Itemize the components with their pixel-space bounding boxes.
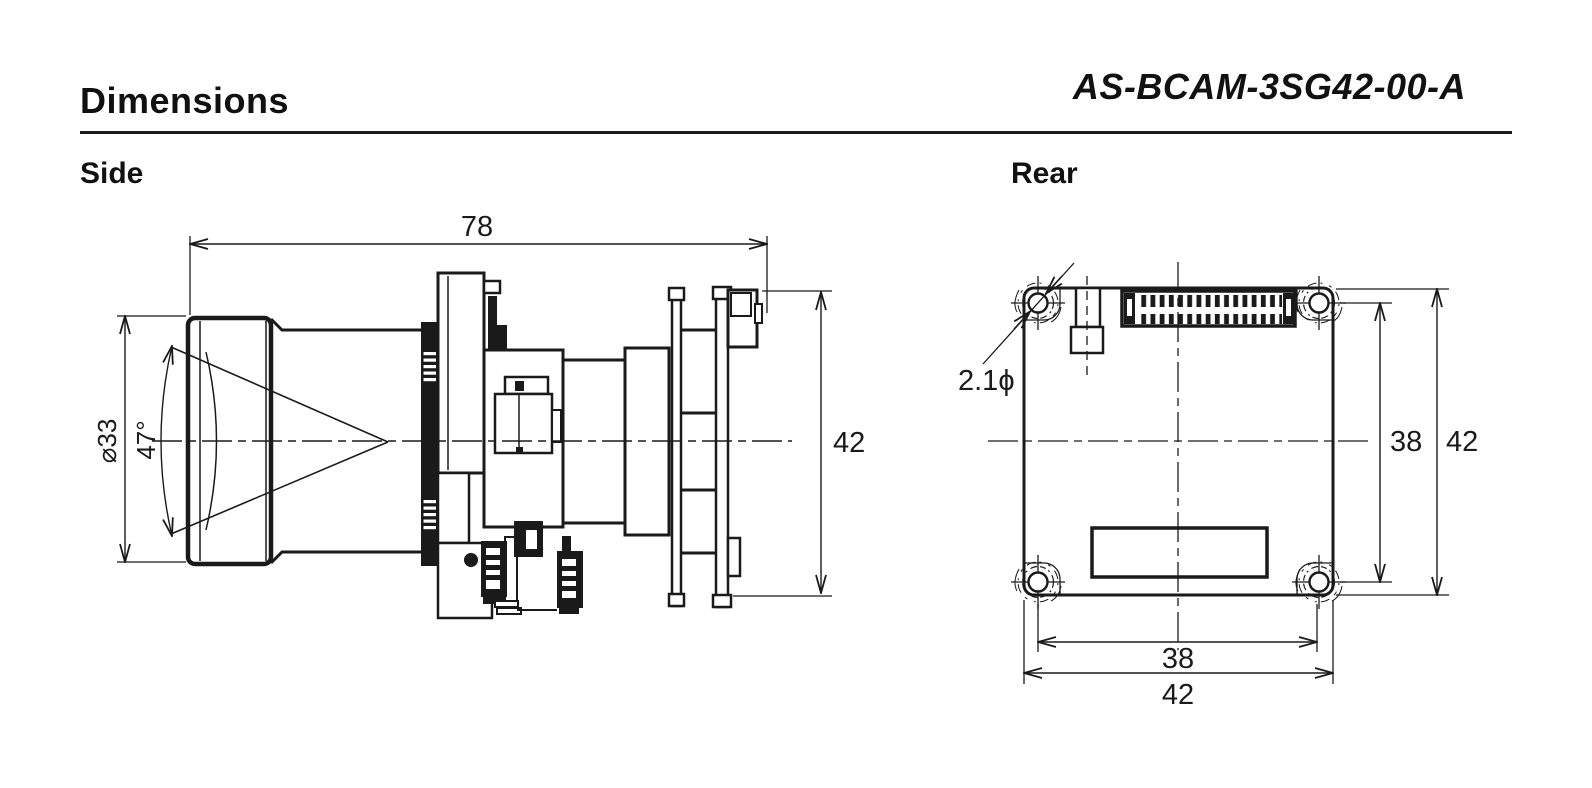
header-divider [80, 131, 1512, 134]
dim-label-lens-diameter: ⌀33 [92, 419, 122, 464]
pcb-board-1 [670, 288, 683, 608]
page-title: Dimensions [80, 80, 290, 121]
bottom-connector-a [481, 541, 507, 604]
pcb-board-2 [714, 287, 730, 609]
sensor-block [493, 392, 554, 455]
small-component [1069, 276, 1105, 377]
rear-view-drawing: 2.1ϕ 38 42 38 42 [958, 262, 1478, 711]
fov-cone-upper [170, 346, 389, 443]
model-number: AS-BCAM-3SG42-00-A [1072, 66, 1466, 107]
dim-label-hole-diameter: 2.1ϕ [958, 365, 1015, 397]
side-view-label: Side [80, 157, 144, 190]
fov-angle-arc [160, 346, 172, 536]
ffc-connector [1120, 289, 1297, 328]
dim-label-hole-pitch-vertical: 38 [1390, 426, 1422, 458]
bottom-connector-b [557, 536, 583, 614]
fov-cone-lower [170, 441, 389, 535]
side-view-drawing: 78 42 ⌀33 47° [92, 211, 865, 620]
focus-ring [421, 322, 438, 566]
dim-label-fov-angle: 47° [131, 420, 161, 459]
dim-label-hole-pitch-horizontal: 38 [1162, 643, 1194, 675]
dim-label-side-height: 42 [833, 427, 865, 459]
dim-label-length: 78 [461, 211, 493, 243]
dim-label-rear-height: 42 [1446, 426, 1478, 458]
rear-view-label: Rear [1011, 157, 1078, 190]
dim-label-rear-width: 42 [1162, 679, 1194, 711]
focus-ring-ribs [423, 352, 436, 530]
lens-mount-plate [436, 271, 486, 475]
bottom-connector-cap [514, 521, 543, 557]
bottom-component [1090, 526, 1269, 579]
